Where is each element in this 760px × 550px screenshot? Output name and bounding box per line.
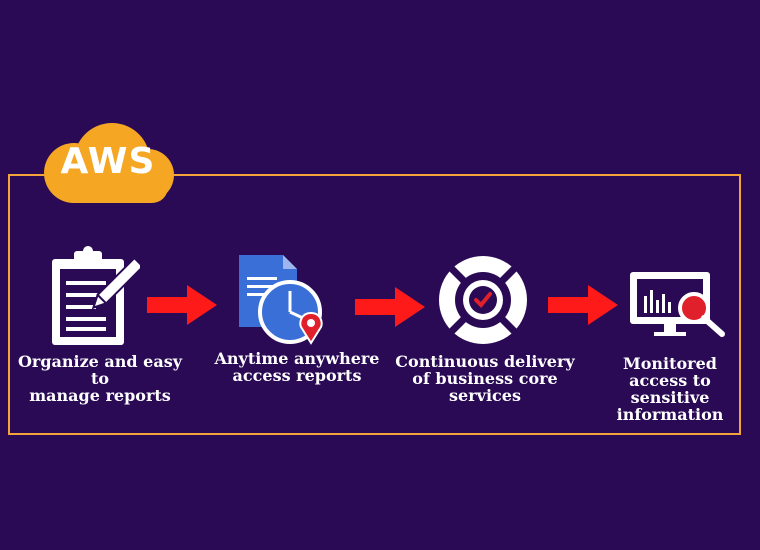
step-label-line: services — [449, 386, 521, 405]
clipboard-icon — [52, 246, 140, 345]
aws-cloud-icon — [44, 123, 174, 203]
monitor-magnifier-icon — [630, 272, 725, 337]
step-label-line: Monitored — [623, 354, 717, 373]
document-clock-icon — [239, 255, 323, 345]
arrow-right-icon — [355, 287, 425, 327]
step-label: Continuous delivery of business core ser… — [395, 353, 575, 404]
arrow-right-icon — [147, 285, 217, 325]
aws-logo-text: AWS — [60, 141, 156, 182]
step-label-line: Anytime anywhere — [214, 349, 380, 368]
step-label-line: information — [616, 405, 724, 424]
step-label-line: Organize and easy to — [17, 352, 183, 388]
step-label: Anytime anywhere access reports — [212, 350, 382, 384]
arrow-right-icon — [548, 285, 618, 325]
step-label-line: access to sensitive — [629, 371, 711, 407]
step-label-line: manage reports — [29, 386, 171, 405]
step-label: Monitored access to sensitive informatio… — [588, 355, 752, 423]
step-label-line: Continuous delivery — [395, 352, 575, 371]
step-label-line: of business core — [412, 369, 558, 388]
process-frame — [8, 174, 741, 435]
step-label: Organize and easy to manage reports — [10, 353, 190, 404]
step-label-line: access reports — [232, 366, 362, 385]
lifebuoy-check-icon — [439, 256, 527, 344]
